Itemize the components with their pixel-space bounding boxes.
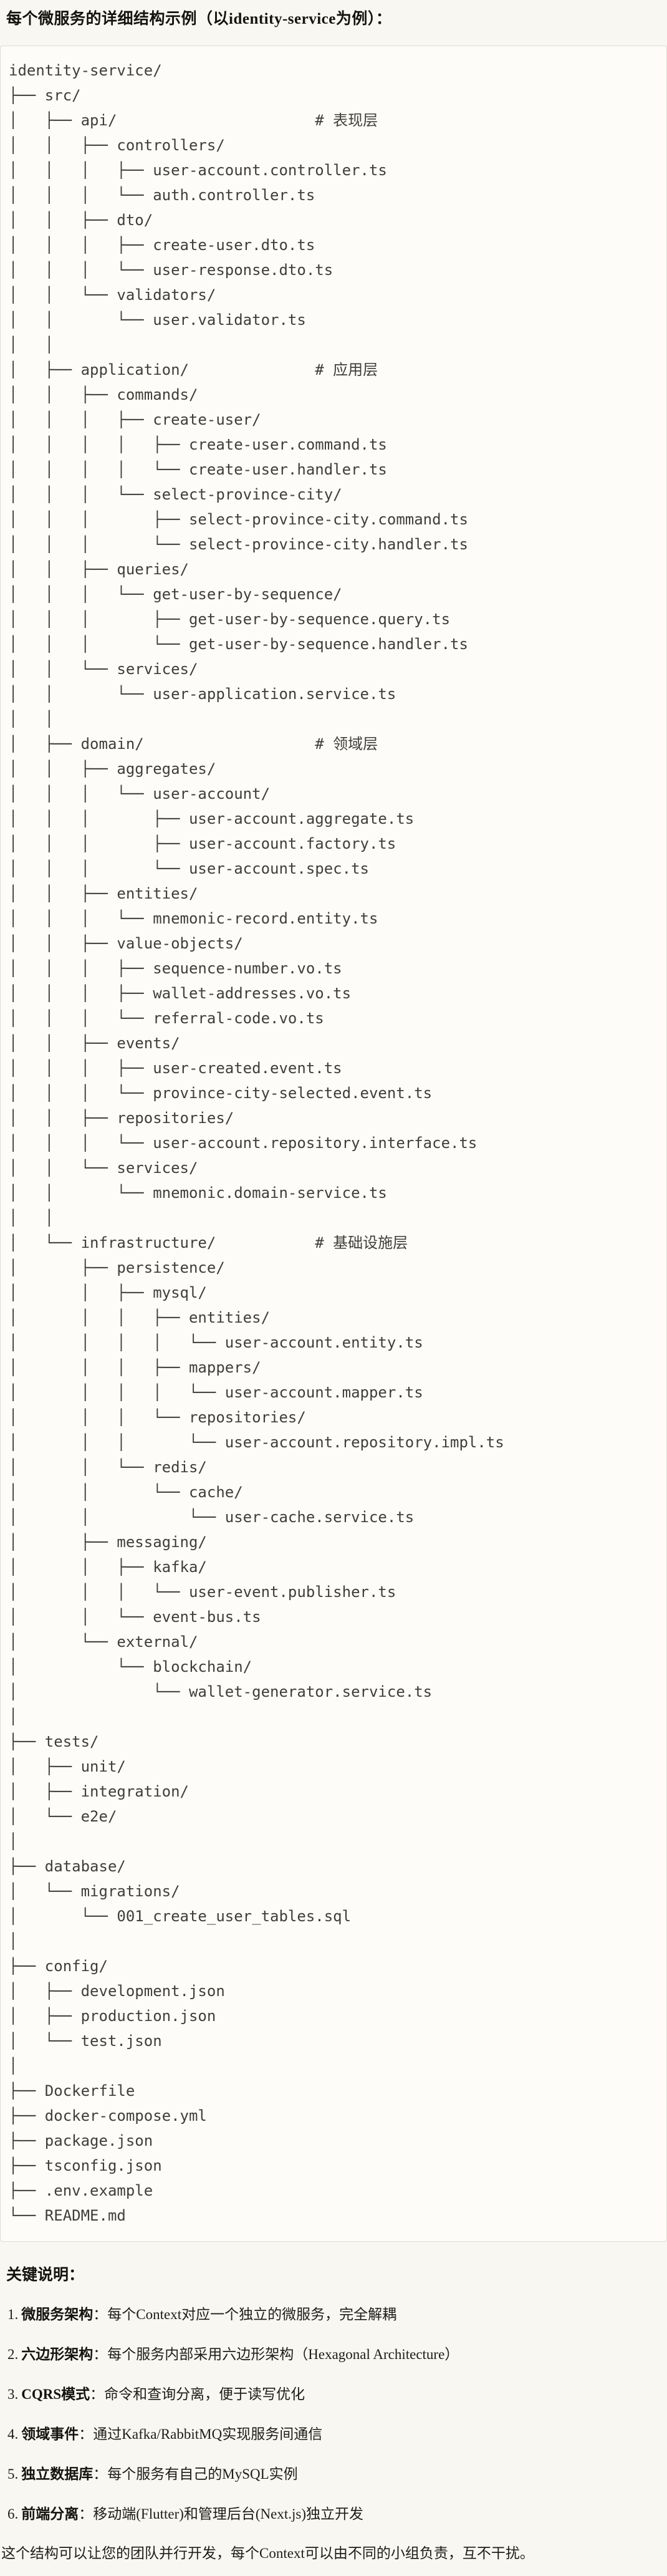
note-label: 领域事件 xyxy=(21,2426,79,2442)
note-number: 3. xyxy=(7,2386,19,2402)
directory-tree: identity-service/ ├── src/ │ ├── api/ # … xyxy=(9,62,504,2224)
page-title: 每个微服务的详细结构示例（以identity-service为例）： xyxy=(6,11,392,27)
note-label: 六边形架构 xyxy=(21,2347,94,2362)
note-number: 5. xyxy=(7,2466,19,2482)
note-item: 6.前端分离：移动端(Flutter)和管理后台(Next.js)独立开发 xyxy=(7,2504,661,2524)
note-label: 前端分离 xyxy=(21,2506,79,2522)
note-text: ：通过Kafka/RabbitMQ实现服务间通信 xyxy=(79,2426,323,2442)
note-number: 6. xyxy=(7,2506,19,2522)
note-number: 4. xyxy=(7,2426,19,2442)
note-number: 2. xyxy=(7,2347,19,2362)
note-label: 独立数据库 xyxy=(21,2466,94,2482)
note-item: 2.六边形架构：每个服务内部采用六边形架构（Hexagonal Architec… xyxy=(7,2345,661,2365)
directory-tree-block: identity-service/ ├── src/ │ ├── api/ # … xyxy=(0,46,667,2242)
note-text: ：移动端(Flutter)和管理后台(Next.js)独立开发 xyxy=(79,2506,364,2522)
note-text: ：命令和查询分离，便于读写优化 xyxy=(90,2386,305,2402)
note-number: 1. xyxy=(7,2307,19,2322)
note-item: 5.独立数据库：每个服务有自己的MySQL实例 xyxy=(7,2464,661,2484)
note-label: CQRS模式 xyxy=(21,2386,90,2402)
closing-paragraph: 这个结构可以让您的团队并行开发，每个Context可以由不同的小组负责，互不干扰… xyxy=(1,2545,534,2561)
note-item: 3.CQRS模式：命令和查询分离，便于读写优化 xyxy=(7,2385,661,2405)
notes-heading: 关键说明： xyxy=(6,2267,85,2284)
note-text: ：每个服务有自己的MySQL实例 xyxy=(93,2466,298,2482)
note-label: 微服务架构 xyxy=(21,2307,94,2322)
note-item: 4.领域事件：通过Kafka/RabbitMQ实现服务间通信 xyxy=(7,2424,661,2444)
note-text: ：每个Context对应一个独立的微服务，完全解耦 xyxy=(93,2307,397,2322)
note-item: 1.微服务架构：每个Context对应一个独立的微服务，完全解耦 xyxy=(7,2305,661,2325)
note-text: ：每个服务内部采用六边形架构（Hexagonal Architecture） xyxy=(93,2347,459,2362)
